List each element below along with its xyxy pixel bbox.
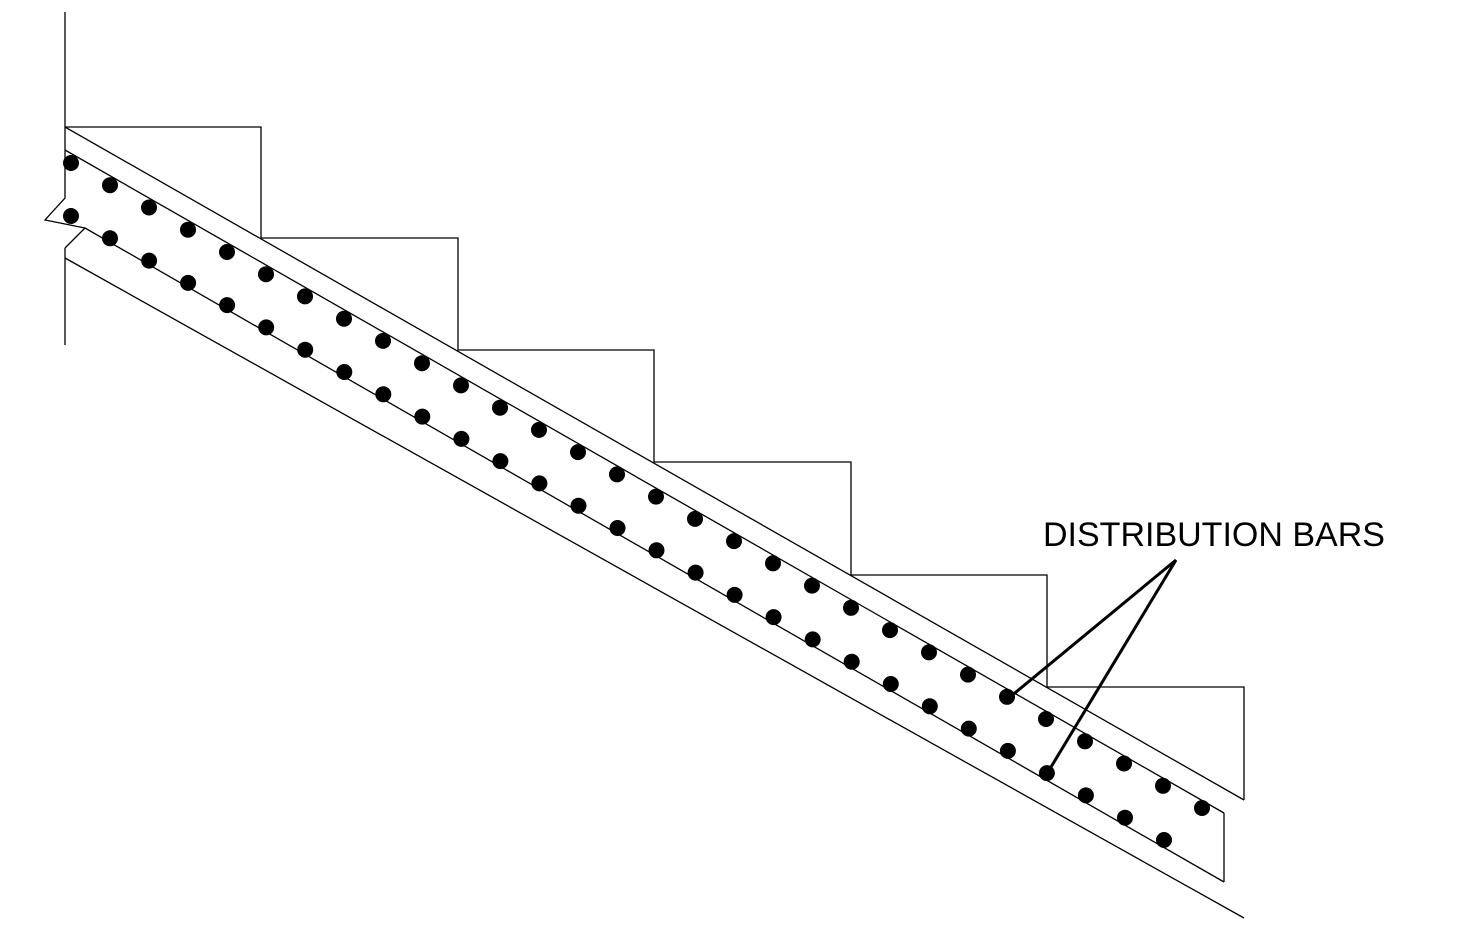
distribution-bar-top bbox=[63, 155, 79, 171]
distribution-bar-top bbox=[258, 266, 274, 283]
distribution-bar-top bbox=[453, 377, 469, 394]
distribution-bar-bottom bbox=[804, 631, 821, 648]
distribution-bar-top bbox=[219, 244, 235, 260]
callout-leaders bbox=[1009, 558, 1178, 773]
distribution-bar-bottom bbox=[102, 230, 118, 247]
distribution-bar-bottom bbox=[531, 475, 548, 492]
distribution-bar-bottom bbox=[882, 676, 899, 692]
distribution-bars-bottom-row bbox=[63, 208, 1172, 848]
distribution-bar-bottom bbox=[921, 698, 938, 715]
distribution-bar-bottom bbox=[687, 564, 704, 581]
distribution-bar-top bbox=[141, 199, 157, 216]
distribution-bar-top bbox=[804, 577, 820, 594]
distribution-bar-top bbox=[1116, 755, 1132, 772]
distribution-bar-bottom bbox=[258, 319, 275, 336]
distribution-bar-bottom bbox=[336, 364, 353, 380]
distribution-bar-bottom bbox=[492, 453, 509, 470]
distribution-bar-top bbox=[531, 421, 547, 438]
distribution-bar-top bbox=[297, 288, 313, 305]
distribution-bar-top bbox=[882, 622, 898, 639]
distribution-bar-bottom bbox=[648, 542, 665, 559]
distribution-bar-top bbox=[1038, 711, 1054, 727]
distribution-bar-top bbox=[336, 310, 352, 327]
distribution-bar-top bbox=[921, 644, 937, 661]
break-mark bbox=[43, 148, 87, 249]
distribution-bar-top bbox=[414, 355, 430, 372]
distribution-bar-bottom bbox=[375, 386, 392, 403]
distribution-bar-top bbox=[375, 332, 391, 349]
distribution-bar-bottom bbox=[180, 274, 197, 291]
distribution-bar-bottom bbox=[609, 520, 626, 536]
distribution-bar-bottom bbox=[999, 742, 1016, 759]
distribution-bar-top bbox=[1194, 800, 1210, 816]
distribution-bar-bottom bbox=[297, 341, 314, 358]
distribution-bar-top bbox=[648, 488, 664, 505]
slab-top-edge bbox=[64, 126, 1245, 801]
distribution-bar-top bbox=[687, 510, 703, 527]
distribution-bar-top bbox=[570, 444, 586, 461]
distribution-bar-bottom bbox=[141, 252, 158, 269]
distribution-bar-top bbox=[765, 555, 781, 572]
distribution-bar-top bbox=[960, 666, 976, 683]
top-main-bar bbox=[64, 149, 1225, 814]
distribution-bar-bottom bbox=[1077, 787, 1094, 804]
callout-label: DISTRIBUTION BARS bbox=[1043, 516, 1385, 554]
distribution-bar-top bbox=[843, 599, 859, 616]
distribution-bar-top bbox=[492, 399, 508, 416]
distribution-bar-bottom bbox=[219, 297, 236, 314]
distribution-bar-top bbox=[180, 221, 196, 238]
distribution-bars-top-row bbox=[63, 155, 1210, 816]
distribution-bar-top bbox=[1155, 777, 1171, 794]
distribution-bar-bottom bbox=[726, 586, 743, 603]
distribution-bar-bottom bbox=[414, 408, 431, 425]
leader-line-bottom-bar bbox=[1046, 559, 1178, 773]
distribution-bar-top bbox=[609, 466, 625, 483]
distribution-bar-bottom bbox=[1156, 832, 1172, 848]
distribution-bar-top bbox=[726, 533, 742, 550]
distribution-bar-bottom bbox=[843, 653, 860, 670]
distribution-bar-bottom bbox=[1117, 809, 1133, 826]
distribution-bar-bottom bbox=[1038, 765, 1055, 782]
distribution-bar-top bbox=[102, 177, 118, 194]
distribution-bar-top bbox=[999, 688, 1015, 705]
distribution-bar-bottom bbox=[570, 497, 587, 514]
slab-soffit-edge bbox=[64, 257, 1245, 919]
distribution-bar-bottom bbox=[765, 609, 782, 626]
distribution-bar-bottom bbox=[63, 208, 79, 224]
distribution-bar-bottom bbox=[453, 430, 470, 447]
distribution-bar-bottom bbox=[960, 720, 977, 737]
distribution-bar-top bbox=[1077, 733, 1093, 750]
leader-line-top-bar bbox=[1009, 558, 1177, 699]
